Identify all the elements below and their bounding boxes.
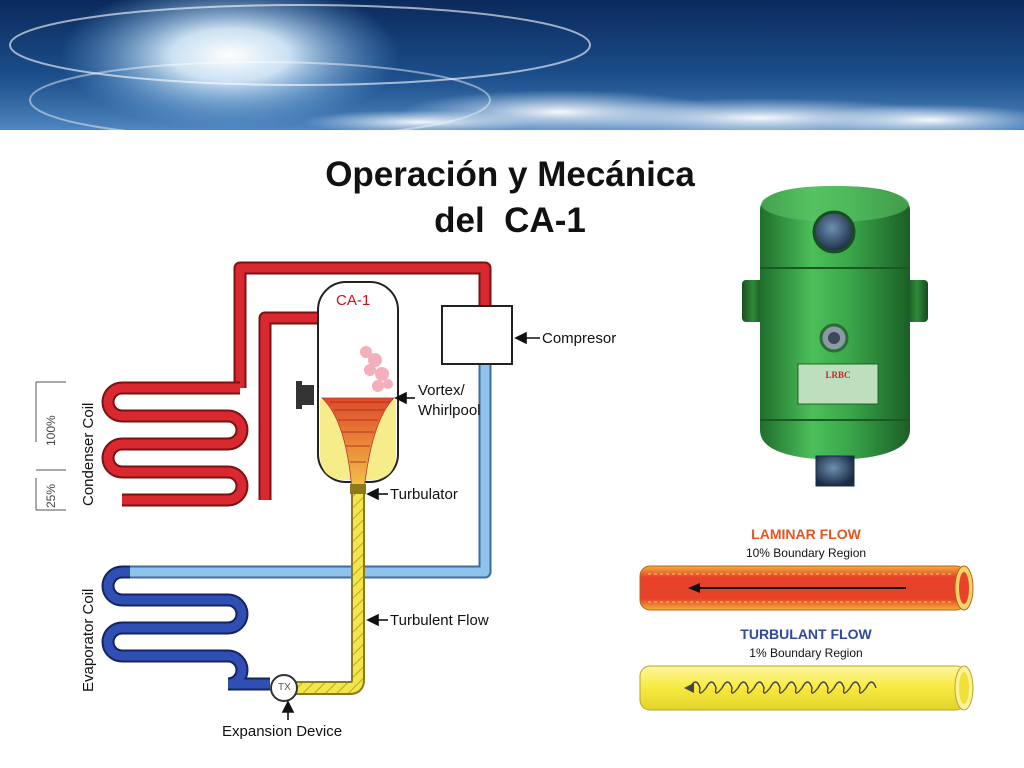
turbulent-pipe [639,665,974,711]
turbulent-flow-label: Turbulent Flow [390,612,489,629]
turbulent-flow-title: TURBULANT FLOW [740,626,872,642]
tx-label: TX [278,682,291,693]
device-plate-text: LRBC [825,370,851,380]
liquid-line [296,490,365,695]
title-line-2: del CA-1 [434,201,586,240]
laminar-pipe [639,565,974,611]
laminar-flow-title: LAMINAR FLOW [751,526,861,542]
laminar-flow-subtitle: 10% Boundary Region [745,546,867,560]
vortex-label-1: Vortex/ [418,382,465,399]
header-banner [0,0,1024,130]
title-line-1: Operación y Mecánica [325,155,695,194]
turbulator [350,484,366,494]
slide-title: Operación y Mecánica del CA-1 [300,152,720,244]
compressor-label: Compresor [542,330,617,347]
compressor-box [441,305,513,365]
valve-knob [300,385,314,405]
turbulator-label: Turbulator [390,486,458,503]
evaporator-coil-label: Evaporator Coil [80,588,97,692]
scale-25-label: 25% [44,483,58,508]
scale-100-label: 100% [44,415,58,446]
expansion-device-label: Expansion Device [222,723,343,740]
flow-comparison-panel: LAMINAR FLOW 10% Boundary Region [624,516,988,716]
vortex-label-2: Whirlpool [418,402,481,419]
ca1-label: CA-1 [336,292,371,309]
condenser-coil-label: Condenser Coil [80,402,97,506]
ca1-device-image: LRBC [738,180,932,490]
expansion-device [270,674,298,702]
vapor-spray [360,346,393,392]
turbulent-flow-subtitle: 1% Boundary Region [749,646,863,660]
